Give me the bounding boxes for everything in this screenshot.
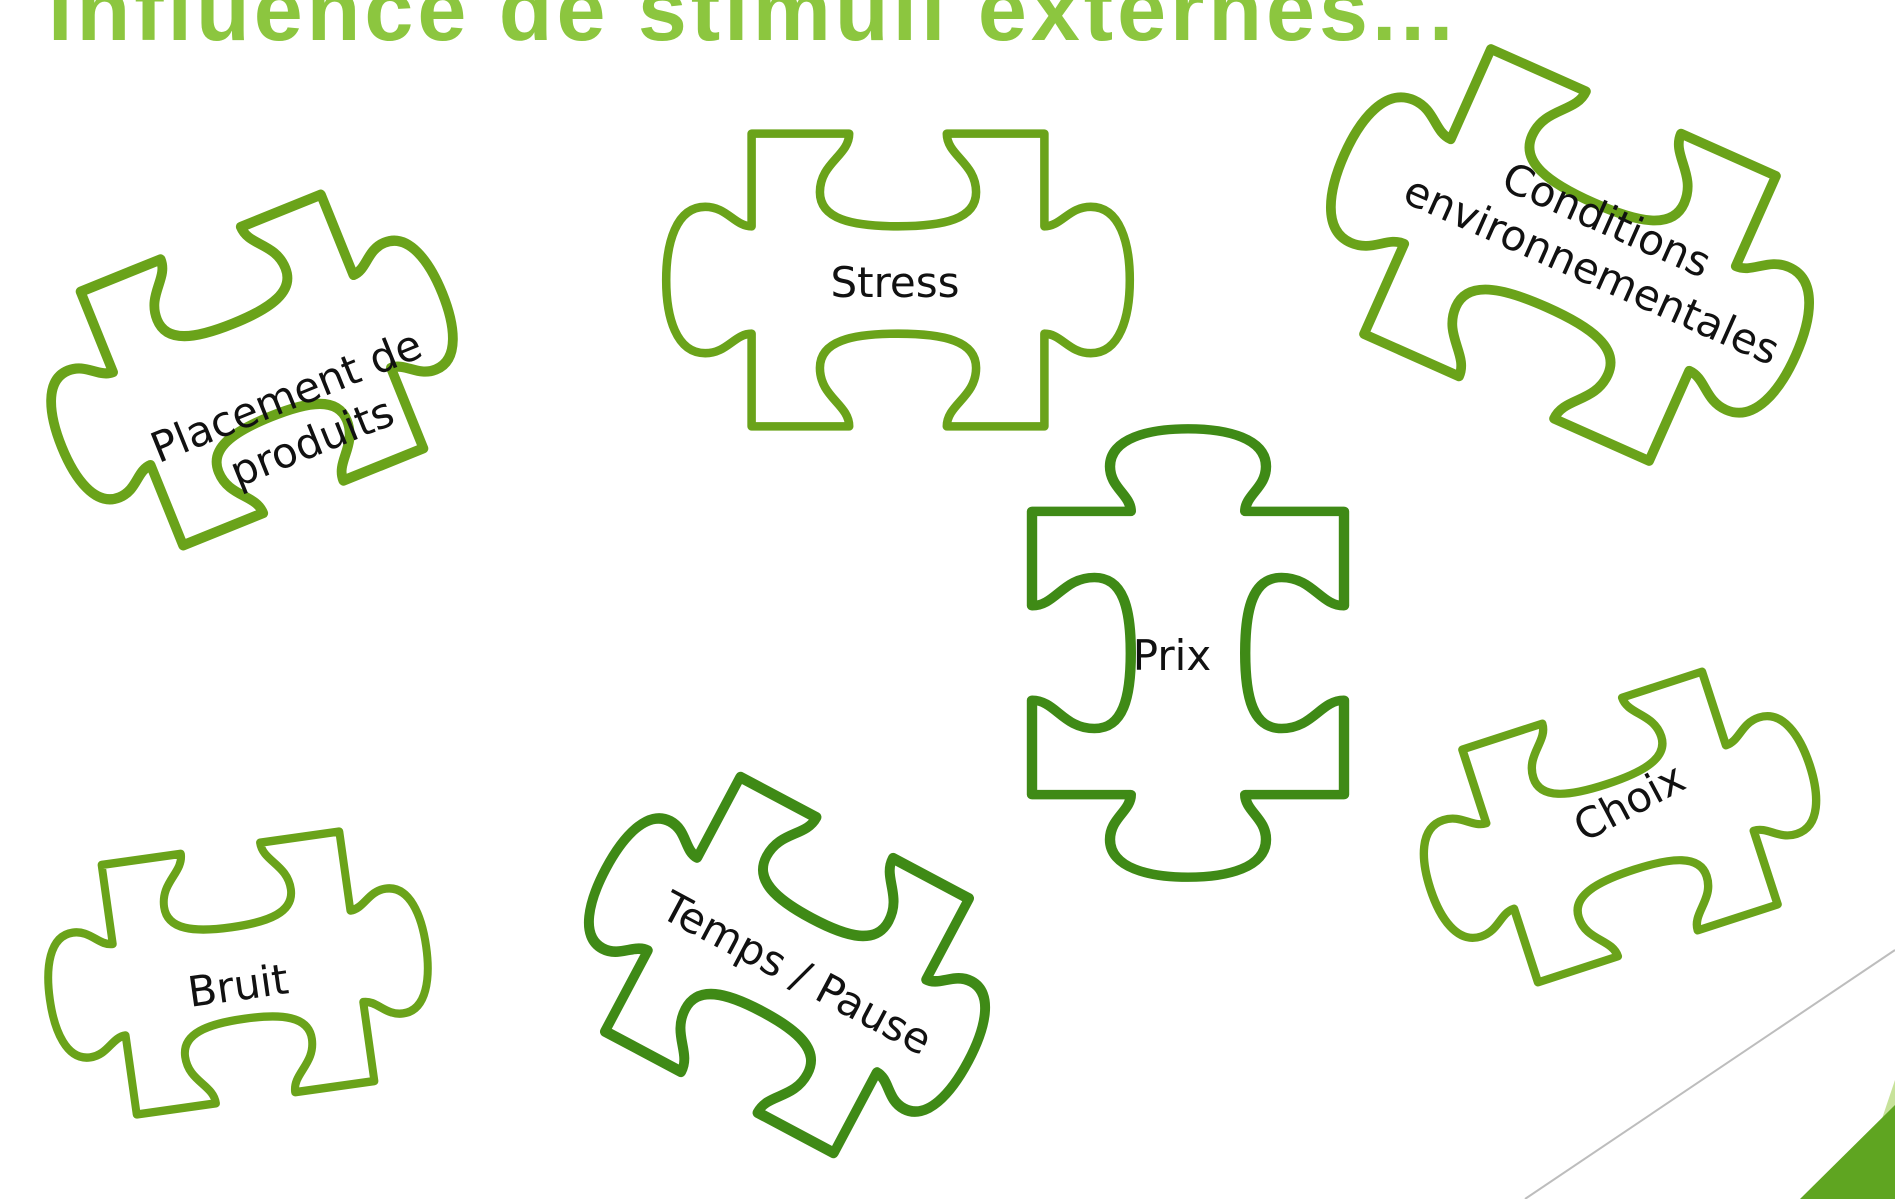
- puzzle-piece-placement: [10, 166, 493, 573]
- slide-title: Influence de stimuli externes...: [48, 0, 1458, 59]
- corner-wedge: [1800, 1105, 1895, 1199]
- corner-line: [1524, 949, 1895, 1199]
- piece-outline: [10, 166, 493, 573]
- corner-accent: [1524, 949, 1895, 1199]
- piece-label-stress: Stress: [830, 258, 959, 307]
- piece-label-prix: Prix: [1133, 631, 1211, 680]
